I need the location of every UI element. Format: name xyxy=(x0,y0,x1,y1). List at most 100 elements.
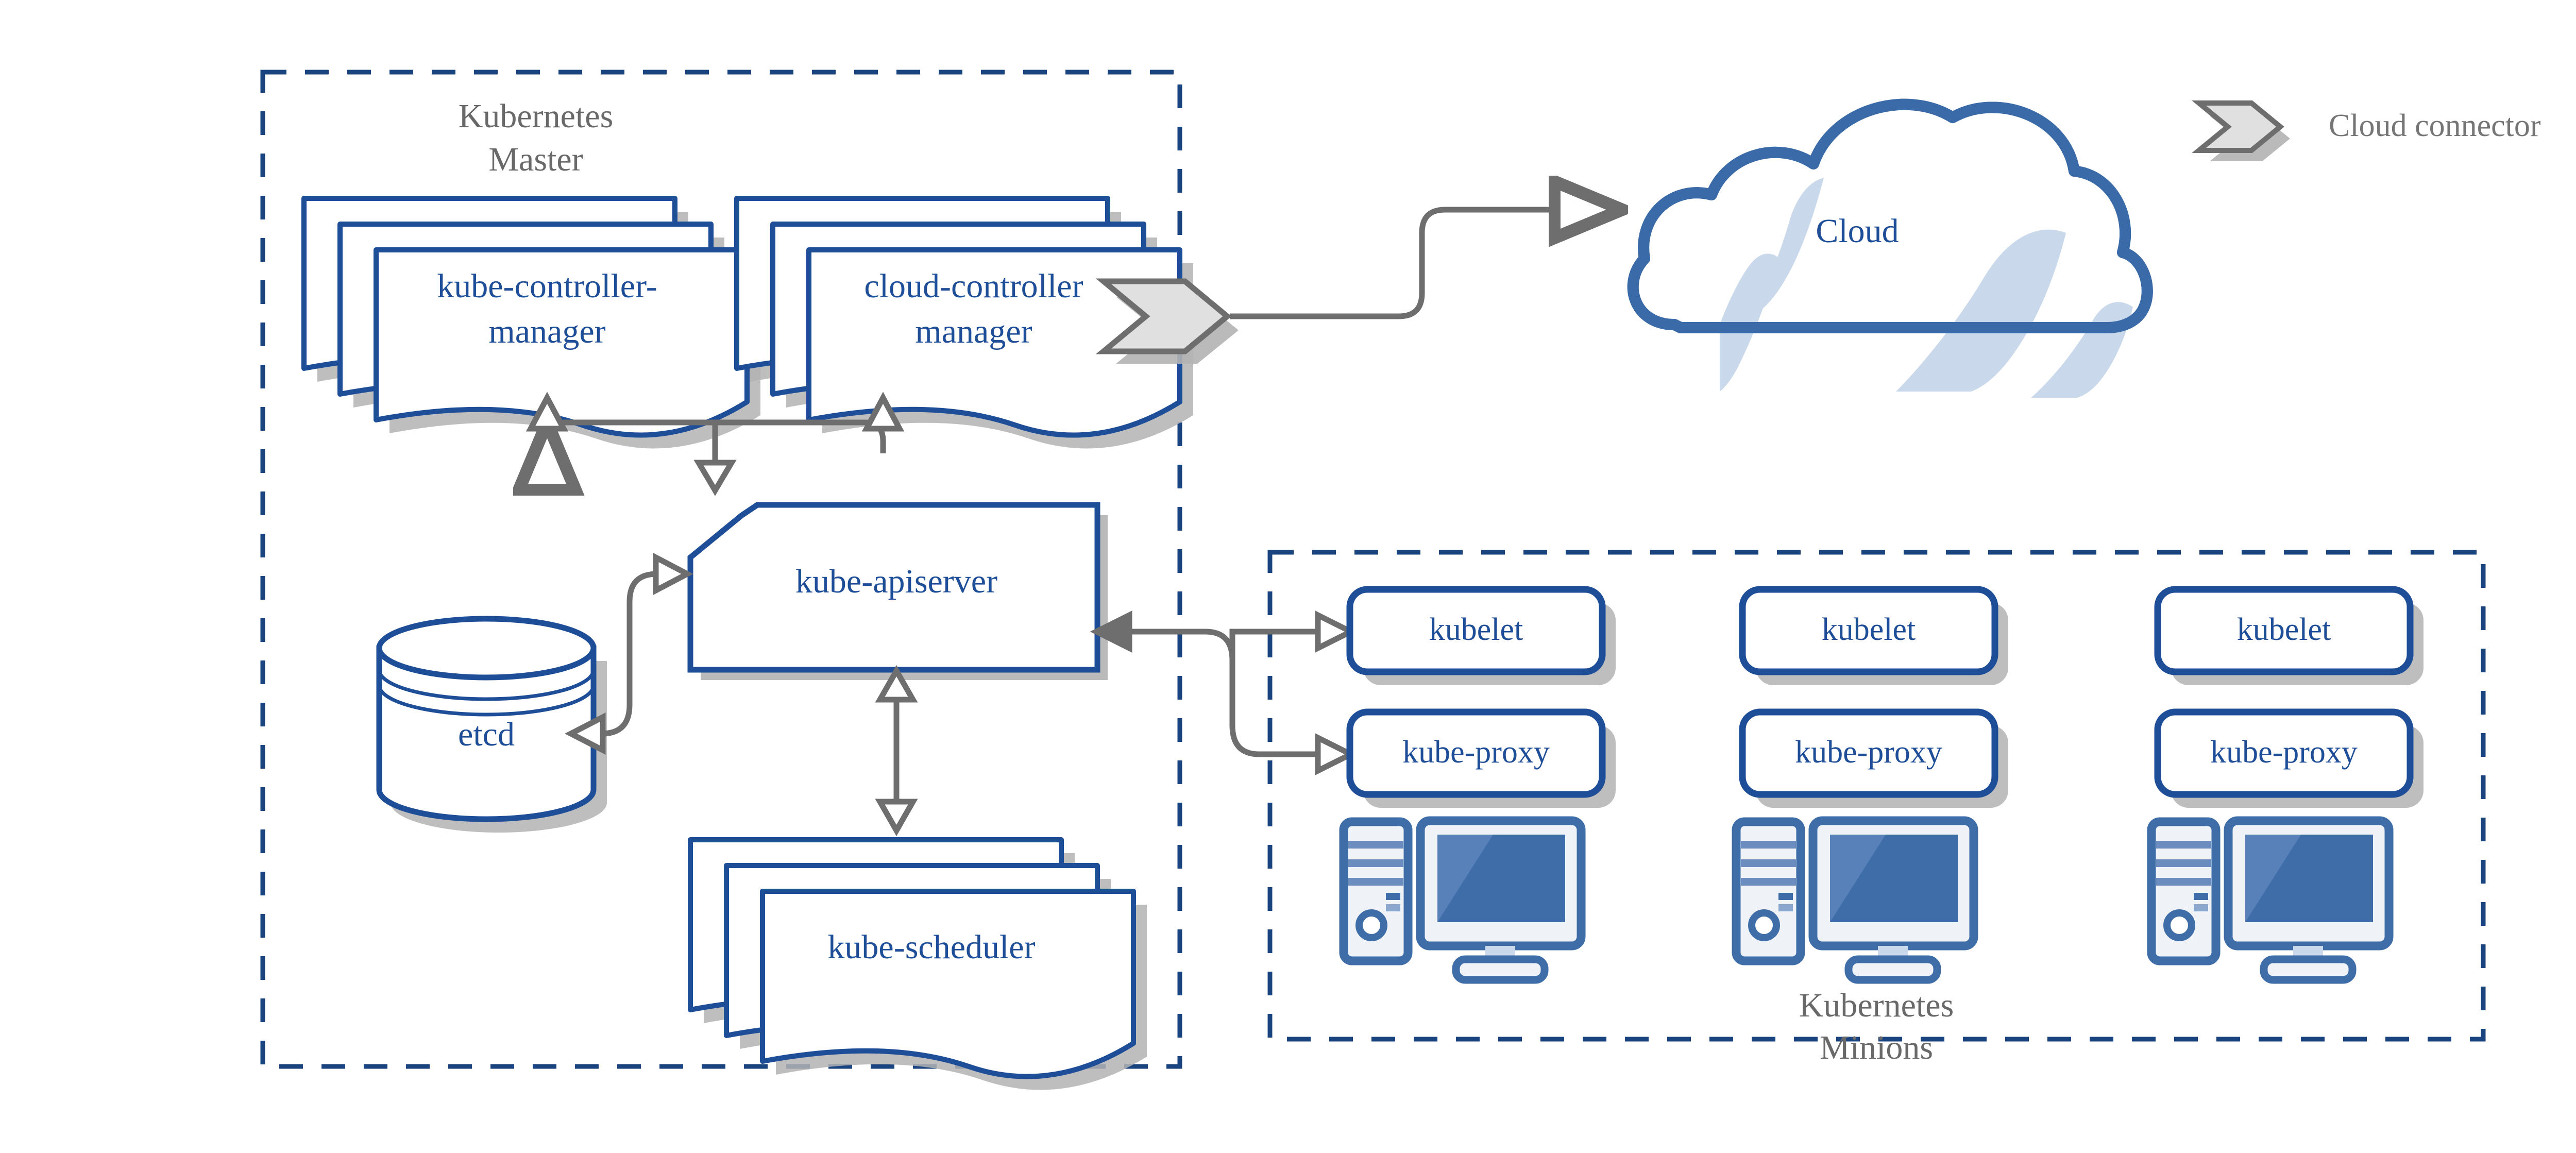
kubelet-label: kubelet xyxy=(1429,612,1523,647)
connector-apiserver-to-scheduler xyxy=(875,665,918,837)
connector-line xyxy=(1230,210,1618,319)
pc-monitor-base xyxy=(2260,955,2357,984)
pc-tower-band-1 xyxy=(1348,841,1403,849)
cloud-label: Cloud xyxy=(1816,212,1899,250)
legend-cloud-connector-label: Cloud connector xyxy=(2329,108,2541,143)
pc-tower-led-1 xyxy=(1386,893,1400,900)
kube-scheduler-label: kube-scheduler xyxy=(827,928,1035,966)
pc-screen-highlight xyxy=(1437,835,1493,922)
connector-apiserver-to-minion xyxy=(1090,611,1358,775)
pc-monitor-base xyxy=(1844,955,1941,984)
minions-group-label: Kubernetes Minions xyxy=(1799,987,1954,1066)
etcd-ring-2 xyxy=(377,685,596,717)
kubelet-rect xyxy=(1739,586,1998,675)
kubelet-rect xyxy=(1346,586,1606,675)
pc-tower-band-1 xyxy=(1741,841,1796,849)
kube-proxy-rect xyxy=(2154,708,2414,798)
arrowhead-down-scheduler xyxy=(875,799,918,837)
minion-bus-lower xyxy=(1128,629,1319,757)
kube-proxy-box-3[interactable]: kube-proxy xyxy=(2154,708,2424,808)
desktop-computer-icon-3 xyxy=(2147,816,2394,984)
minion-node-1: kubelet kube-proxy xyxy=(1339,586,1616,984)
cloud-controller-manager-label-line1: cloud-controller xyxy=(864,267,1083,305)
legend-chevron-shape xyxy=(2192,100,2284,153)
etcd-ring-1 xyxy=(377,669,596,701)
master-dashed-border xyxy=(260,70,1182,1069)
kubelet-label: kubelet xyxy=(1822,612,1916,647)
kube-proxy-rect xyxy=(1346,708,1606,798)
kube-proxy-label: kube-proxy xyxy=(2210,735,2358,770)
arrowhead-left-etcd xyxy=(565,712,606,755)
kube-proxy-label: kube-proxy xyxy=(1402,735,1550,770)
node-kube-scheduler[interactable]: kube-scheduler xyxy=(688,837,1147,1090)
node-cloud[interactable]: Cloud xyxy=(1627,98,2153,398)
legend: Cloud connector xyxy=(2192,100,2541,161)
arrowhead-down-apiserver xyxy=(693,460,737,496)
chevron-shape xyxy=(1095,278,1232,354)
pc-screen-highlight xyxy=(1830,835,1886,922)
pc-tower-band-3 xyxy=(1348,878,1403,886)
pc-tower-band-1 xyxy=(2156,841,2211,849)
pc-tower-led-2 xyxy=(1778,904,1793,911)
kubelet-rect xyxy=(2154,586,2414,675)
minions-group-label-line1: Kubernetes xyxy=(1799,987,1954,1024)
connector-apiserver-to-controller-managers xyxy=(526,392,905,496)
minion-node-3: kubelet kube-proxy xyxy=(2147,586,2424,984)
pc-tower-band-2 xyxy=(1348,859,1403,867)
arrowhead-up-ccm xyxy=(861,392,905,432)
apiserver-shape xyxy=(687,502,1100,673)
arrowhead-right-apiserver xyxy=(653,552,693,596)
kubelet-box-3[interactable]: kubelet xyxy=(2154,586,2424,685)
kube-proxy-rect xyxy=(1739,708,1998,798)
kubelet-label: kubelet xyxy=(2237,612,2331,647)
pc-screen-highlight xyxy=(2245,835,2301,922)
kubelet-box-1[interactable]: kubelet xyxy=(1346,586,1616,685)
kube-proxy-box-2[interactable]: kube-proxy xyxy=(1739,708,2008,808)
legend-cloud-connector-icon xyxy=(2192,100,2290,161)
arrowhead-right-kube-proxy xyxy=(1315,733,1358,775)
pc-tower-led-2 xyxy=(1386,904,1400,911)
minion-node-2: kubelet kube-proxy xyxy=(1732,586,2008,984)
node-kube-apiserver[interactable]: kube-apiserver xyxy=(687,502,1108,680)
master-group-label-line2: Master xyxy=(488,141,583,178)
master-group-label-line1: Kubernetes xyxy=(459,97,614,135)
minion-bus-upper-link xyxy=(1229,629,1319,660)
doc-sheet-front xyxy=(760,889,1136,1079)
arrowhead-up-kcm xyxy=(526,392,569,432)
arrowhead-right-kubelet xyxy=(1315,611,1358,653)
group-kubernetes-master: Kubernetes Master xyxy=(260,70,1182,1069)
node-kube-controller-manager[interactable]: kube-controller- manager xyxy=(301,196,760,449)
node-etcd[interactable]: etcd xyxy=(376,616,607,833)
pc-monitor-base xyxy=(1452,955,1549,984)
arrowhead-left-apiserver xyxy=(1090,611,1132,653)
connector-apiserver-to-etcd xyxy=(565,552,693,755)
kubelet-box-2[interactable]: kubelet xyxy=(1739,586,2008,685)
kube-proxy-box-1[interactable]: kube-proxy xyxy=(1346,708,1616,808)
pc-power-button xyxy=(2163,909,2195,941)
pc-tower-led-1 xyxy=(1778,893,1793,900)
node-cloud-controller-manager[interactable]: cloud-controller manager xyxy=(734,196,1193,449)
minions-group-label-line2: Minions xyxy=(1820,1029,1933,1066)
etcd-body xyxy=(376,645,597,822)
cloud-shade-3 xyxy=(1896,229,2066,392)
etcd-top xyxy=(376,616,597,681)
cloud-outline-overlay xyxy=(1627,98,2153,333)
group-kubernetes-minions xyxy=(1267,550,2486,1042)
etcd-connector-line xyxy=(601,571,657,737)
cloud-connector-chevron-icon[interactable] xyxy=(1095,278,1239,364)
desktop-computer-icon-2 xyxy=(1732,816,1978,984)
pc-tower-band-3 xyxy=(2156,878,2211,886)
etcd-label: etcd xyxy=(458,716,515,753)
desktop-computer-icon-1 xyxy=(1339,816,1586,984)
cloud-controller-manager-label-line2: manager xyxy=(915,313,1032,350)
kube-proxy-label: kube-proxy xyxy=(1795,735,1942,770)
pc-tower-band-2 xyxy=(2156,859,2211,867)
pc-power-button xyxy=(1748,909,1780,941)
kube-controller-manager-label-line2: manager xyxy=(488,313,605,350)
connector-ccm-to-cloud xyxy=(1230,210,1618,319)
pc-tower-band-3 xyxy=(1741,878,1796,886)
pc-tower-led-2 xyxy=(2194,904,2208,911)
minions-dashed-border xyxy=(1267,550,2486,1042)
